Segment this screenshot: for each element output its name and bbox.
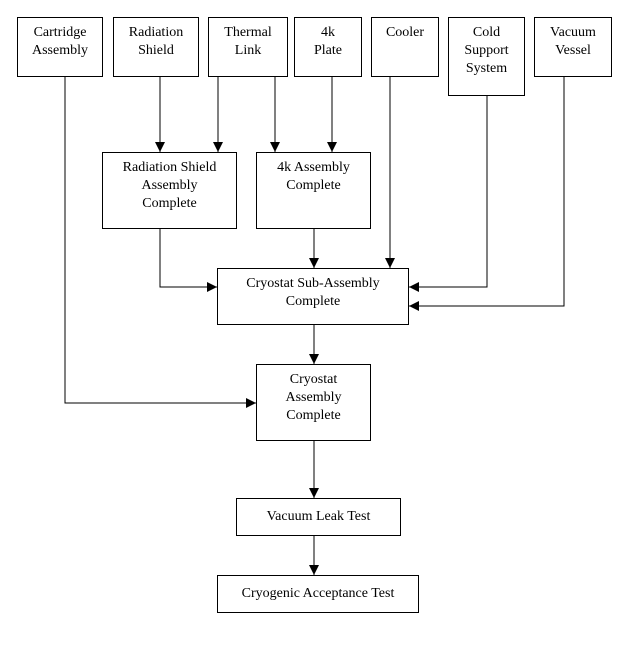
- cryogenic-acceptance-test-label: Cryogenic Acceptance Test: [241, 586, 395, 601]
- vacuum-leak-test-box: Vacuum Leak Test: [236, 498, 401, 536]
- cartridge-assembly-label-line-1: Cartridge: [33, 25, 87, 40]
- vacuum-vessel-label-line-2: Vessel: [555, 43, 591, 58]
- cryostat-sub-assembly-complete-box: Cryostat Sub-Assembly Complete: [217, 268, 409, 325]
- cold-support-label-line-3: System: [465, 61, 508, 76]
- cryostat-assembly-label-line-3: Complete: [286, 408, 341, 423]
- radiation-shield-box: Radiation Shield: [113, 17, 199, 77]
- sub-assembly-label-line-2: Complete: [285, 294, 341, 309]
- cold-support-label-line-2: Support: [464, 43, 509, 58]
- arrow-cartridge-to-cryostat-assembly: [64, 77, 256, 408]
- cryogenic-acceptance-test-box: Cryogenic Acceptance Test: [217, 575, 419, 613]
- rs-complete-label-line-3: Complete: [142, 196, 197, 211]
- thermal-link-box: Thermal Link: [208, 17, 288, 77]
- radiation-shield-label-line-1: Radiation: [128, 25, 184, 40]
- thermal-link-label-line-2: Link: [234, 43, 262, 58]
- thermal-link-label-line-1: Thermal: [224, 25, 272, 40]
- cold-support-system-box: Cold Support System: [448, 17, 525, 96]
- cryostat-assembly-label-line-1: Cryostat: [289, 372, 338, 387]
- arrow-rs-complete-to-sub-assembly: [159, 229, 217, 292]
- cryostat-assembly-complete-box: Cryostat Assembly Complete: [256, 364, 371, 441]
- rs-complete-label-line-2: Assembly: [141, 178, 198, 193]
- cooler-box: Cooler: [371, 17, 439, 77]
- vacuum-vessel-box: Vacuum Vessel: [534, 17, 612, 77]
- radiation-shield-label-line-2: Shield: [138, 43, 174, 58]
- arrow-cold-support-to-sub-assembly: [409, 96, 488, 292]
- sub-assembly-label-line-1: Cryostat Sub-Assembly: [246, 276, 380, 291]
- vacuum-leak-test-label: Vacuum Leak Test: [266, 509, 371, 524]
- assembly-4k-complete-box: 4k Assembly Complete: [256, 152, 371, 229]
- vacuum-vessel-label-line-1: Vacuum: [550, 25, 596, 40]
- 4k-complete-label-line-1: 4k Assembly: [277, 160, 350, 175]
- plate-4k-box: 4k Plate: [294, 17, 362, 77]
- plate-4k-label-line-1: 4k: [321, 25, 335, 40]
- cartridge-assembly-label-line-2: Assembly: [32, 43, 88, 58]
- radiation-shield-assembly-complete-box: Radiation Shield Assembly Complete: [102, 152, 237, 229]
- rs-complete-label-line-1: Radiation Shield: [122, 160, 217, 175]
- arrow-vacuum-vessel-to-sub-assembly: [409, 77, 565, 311]
- cold-support-label-line-1: Cold: [472, 25, 501, 40]
- plate-4k-label-line-2: Plate: [314, 43, 342, 58]
- cooler-label-line-1: Cooler: [385, 25, 425, 40]
- cryostat-assembly-label-line-2: Assembly: [285, 390, 342, 405]
- cartridge-assembly-box: Cartridge Assembly: [17, 17, 103, 77]
- 4k-complete-label-line-2: Complete: [286, 178, 341, 193]
